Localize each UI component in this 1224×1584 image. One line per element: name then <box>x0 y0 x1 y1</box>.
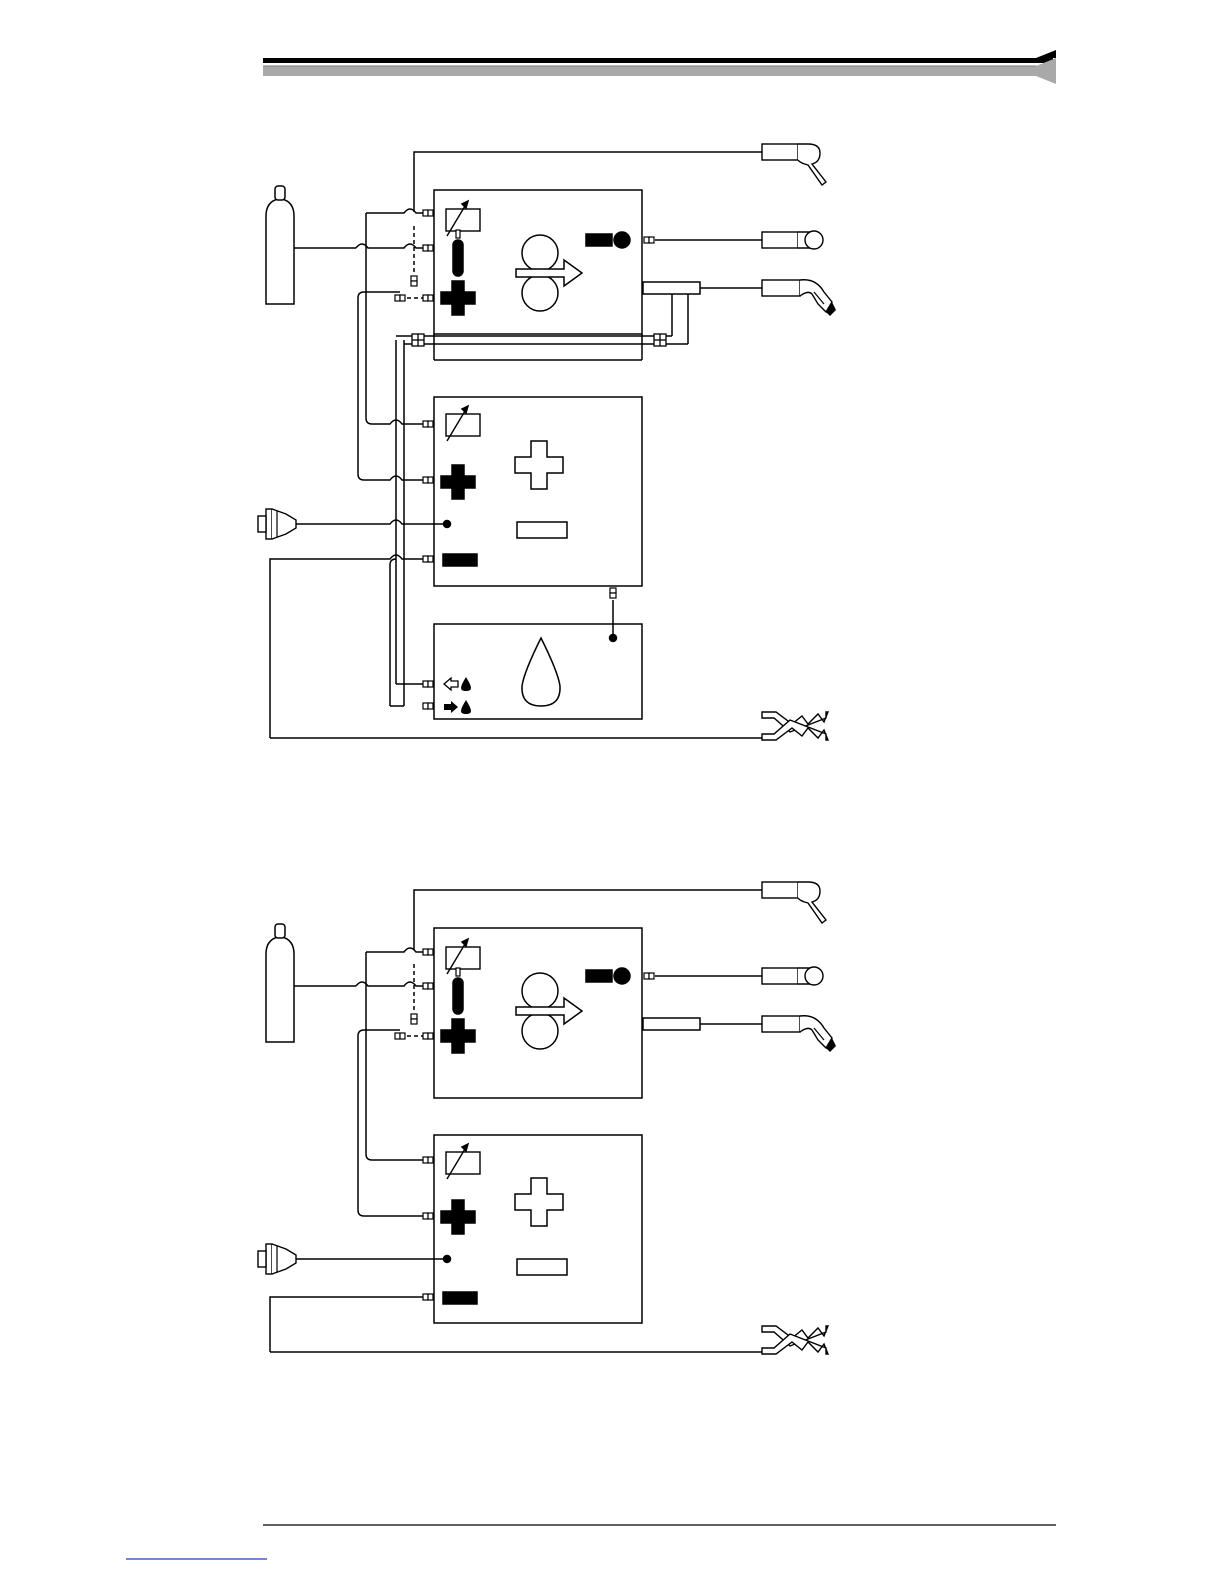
negative-symbol <box>517 522 567 538</box>
mains-plug <box>258 1244 296 1274</box>
power-source-unit <box>434 1135 642 1323</box>
power-source-unit <box>434 397 642 586</box>
wire-feeder-unit <box>434 928 642 1098</box>
water-cooler-unit <box>434 588 642 719</box>
wire-feeder-unit <box>434 190 642 360</box>
welding-torch <box>762 280 836 316</box>
mains-plug <box>258 509 296 539</box>
header-band <box>263 50 1056 84</box>
minus-terminal-icon <box>443 554 477 566</box>
welding-torch <box>762 1016 836 1052</box>
torch-socket-icon <box>586 232 630 248</box>
remote-control <box>762 144 826 185</box>
earth-clamp <box>762 712 828 740</box>
footer <box>126 1525 1056 1559</box>
gas-cylinder <box>266 186 294 304</box>
control-cable <box>762 967 823 985</box>
gas-cylinder <box>266 924 294 1042</box>
control-cable <box>762 231 823 249</box>
diagram-without-water-cooler <box>270 890 762 1352</box>
earth-clamp <box>762 1326 828 1354</box>
minus-terminal-icon <box>443 1292 477 1304</box>
negative-symbol <box>517 1259 567 1275</box>
diagram-with-water-cooler <box>270 152 762 738</box>
remote-control <box>762 882 826 923</box>
torch-socket-icon <box>586 968 630 984</box>
